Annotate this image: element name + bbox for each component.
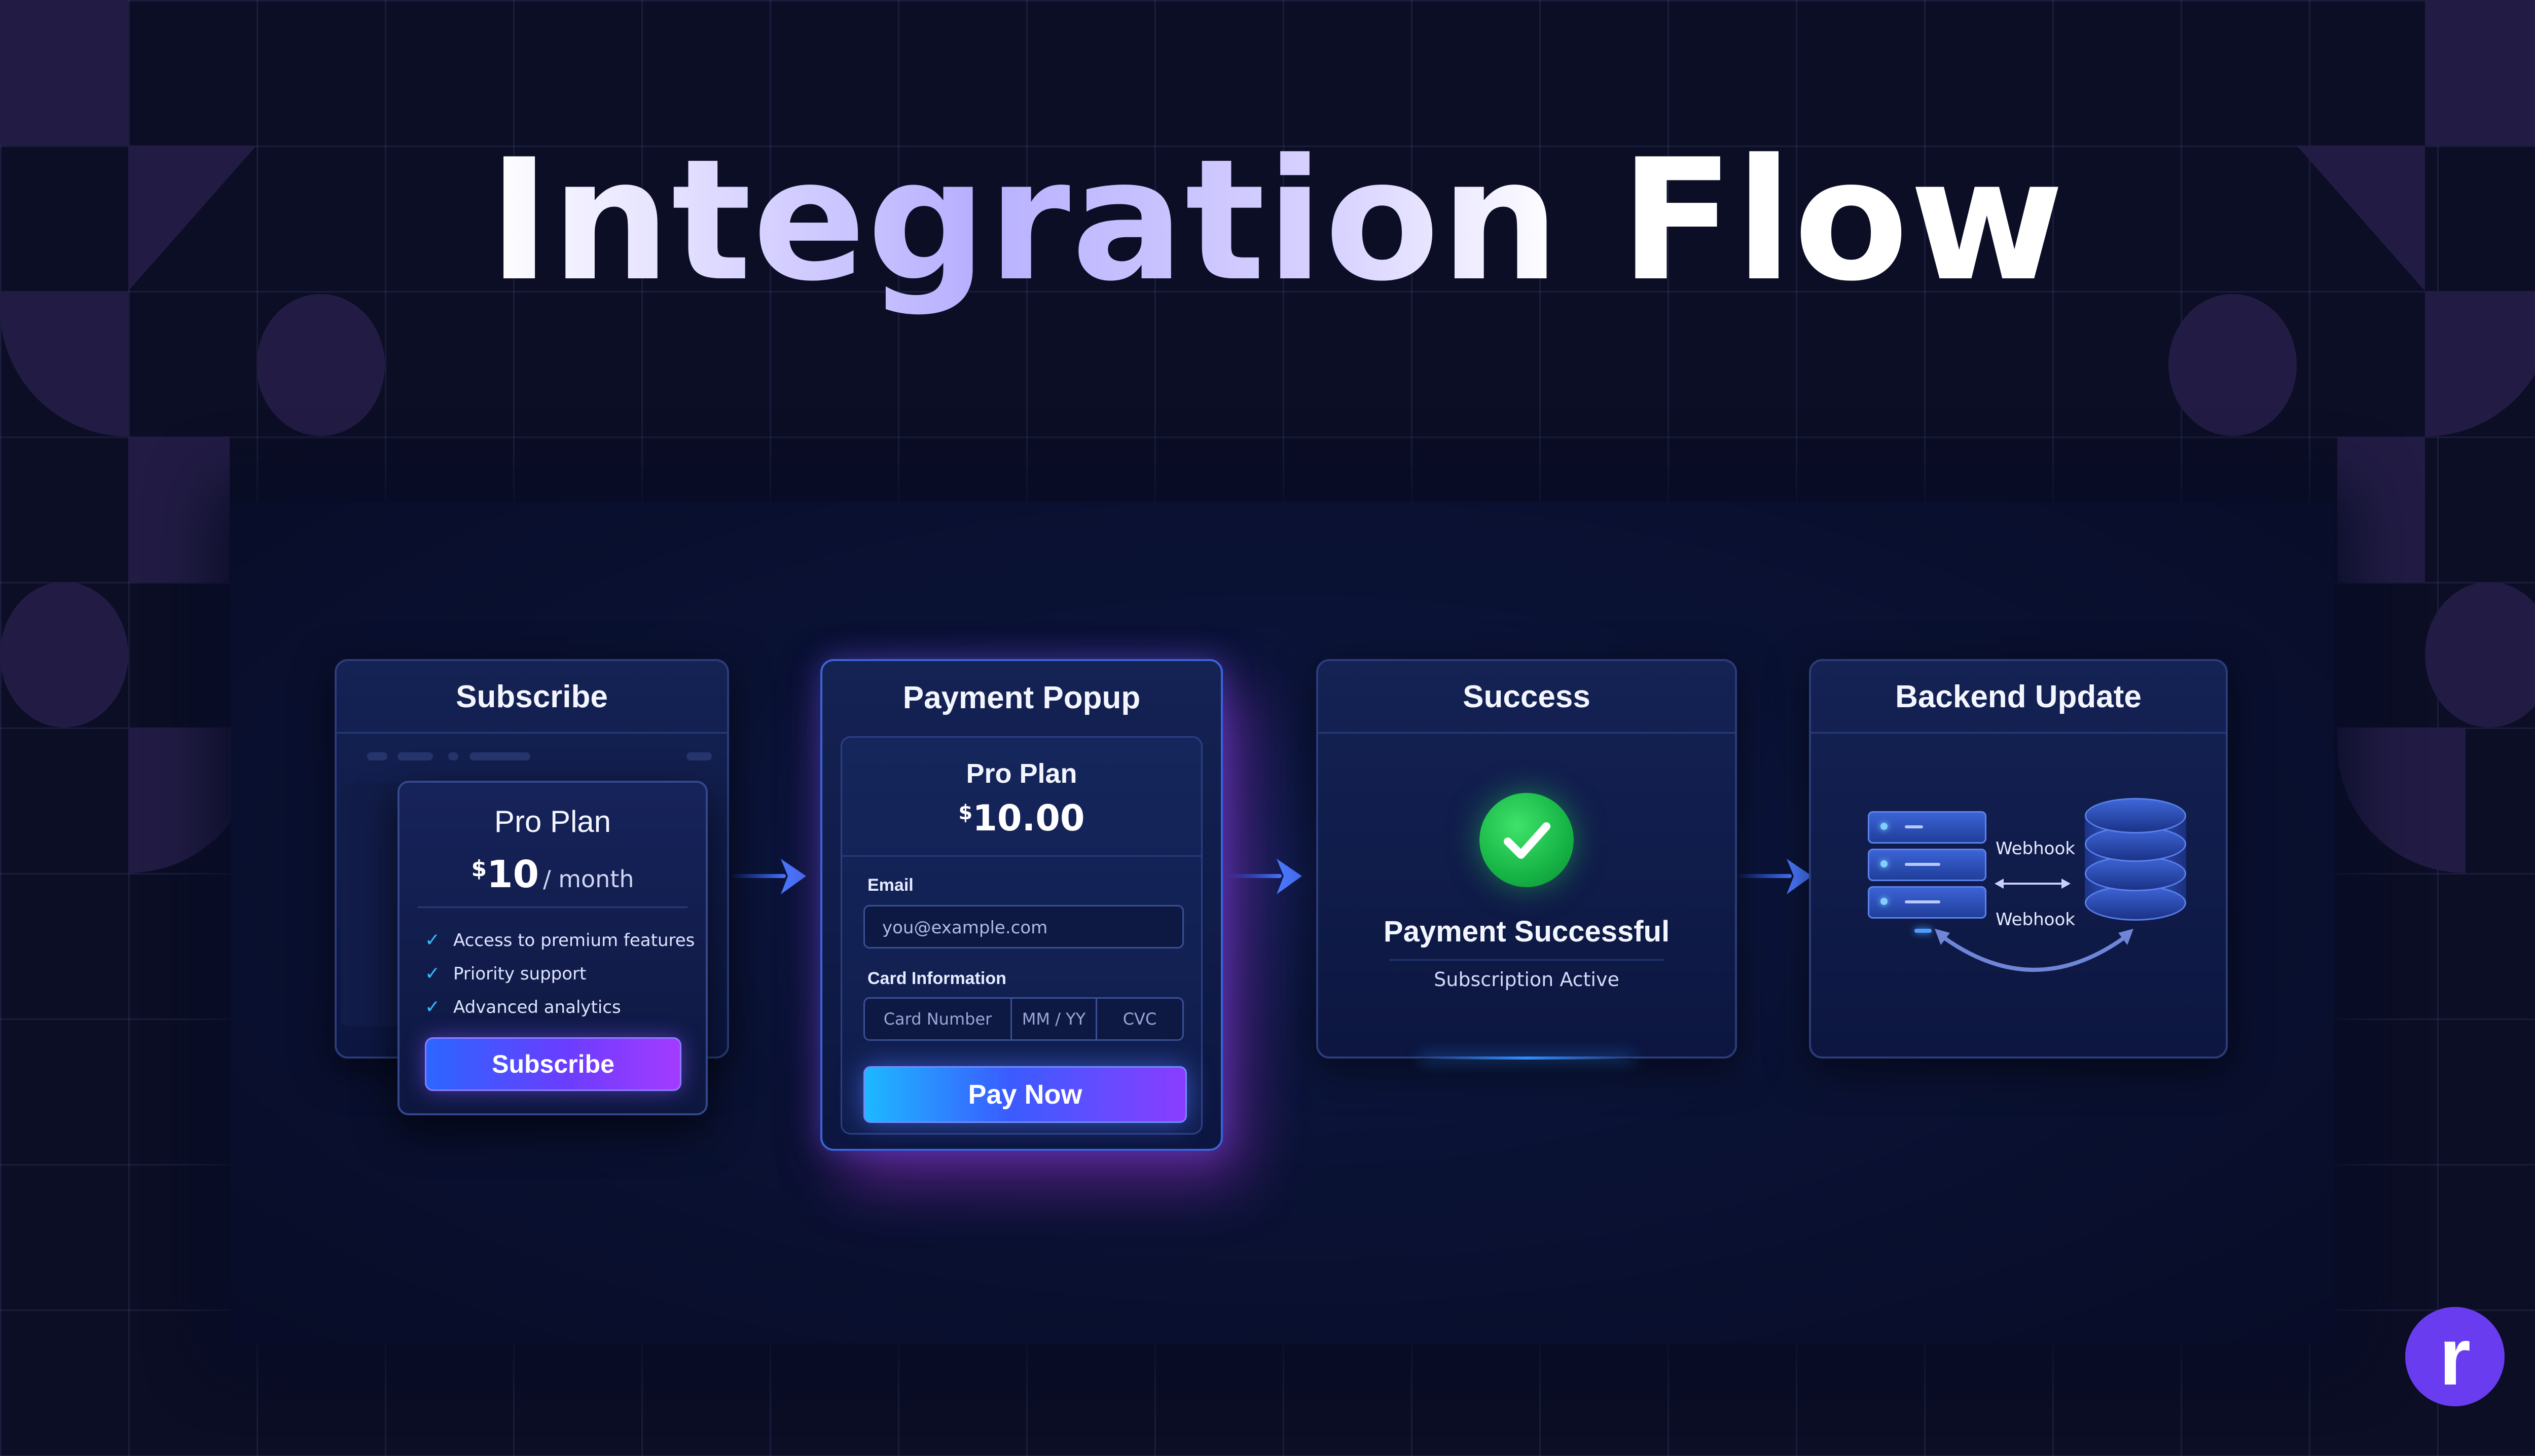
plan-price: $10/ month	[400, 853, 706, 896]
plan-name: Pro Plan	[966, 758, 1077, 789]
price-currency: $	[958, 801, 973, 824]
feature-label: Priority support	[453, 963, 587, 984]
check-icon: ✓	[425, 930, 441, 951]
price-amount: 10.00	[972, 797, 1085, 839]
price-currency: $	[471, 856, 487, 882]
feature-label: Access to premium features	[453, 930, 695, 951]
title-word-integration: Integration	[488, 123, 1561, 318]
card-number-input[interactable]: Card Number	[865, 999, 1012, 1039]
placeholder-bar	[397, 752, 433, 760]
decor-circle	[0, 582, 128, 727]
price-amount: 10	[487, 853, 539, 896]
payment-popup: Pro Plan $10.00 Email you@example.com Ca…	[841, 736, 1203, 1135]
feature-item: ✓ Priority support	[425, 963, 586, 984]
backend-step-card: Backend Update Webhook Webhook	[1809, 659, 2228, 1059]
payment-step-card: Payment Popup Pro Plan $10.00 Email you@…	[820, 659, 1223, 1151]
title-word-flow: Flow	[1620, 123, 2066, 318]
decor-square	[2425, 0, 2535, 145]
subscribe-step-heading: Subscribe	[337, 661, 727, 734]
sync-arc-icon	[1935, 929, 2133, 972]
arrow-right-icon	[730, 859, 806, 894]
brand-logo: r	[2405, 1307, 2505, 1406]
cvc-input[interactable]: CVC	[1122, 1009, 1157, 1029]
feature-item: ✓ Access to premium features	[425, 930, 695, 951]
pay-now-button[interactable]: Pay Now	[863, 1066, 1187, 1123]
decor-block	[2337, 436, 2425, 582]
plan-name: Pro Plan	[494, 805, 611, 839]
webhook-label: Webhook	[1996, 839, 2075, 859]
placeholder-bar	[686, 752, 712, 760]
plan-price: $10.00	[842, 797, 1201, 839]
success-step-heading: Success	[1318, 661, 1735, 734]
decor-block	[128, 436, 230, 582]
webhook-label: Webhook	[1996, 909, 2075, 930]
backend-step-heading: Backend Update	[1811, 661, 2226, 734]
divider	[418, 906, 687, 908]
card-info-field: Card Number MM / YY CVC	[863, 997, 1184, 1041]
price-period: / month	[543, 865, 634, 893]
check-icon	[1504, 822, 1550, 859]
pro-plan-card: Pro Plan $10/ month ✓ Access to premium …	[397, 781, 708, 1115]
page-title: Integration Flow	[0, 124, 2535, 317]
success-message: Payment Successful	[1383, 915, 1670, 948]
email-label: Email	[867, 876, 914, 895]
card-info-label: Card Information	[867, 969, 1006, 988]
expiry-input[interactable]: MM / YY	[1012, 999, 1097, 1039]
check-icon: ✓	[425, 963, 441, 984]
divider	[842, 855, 1201, 857]
arrow-right-icon	[1226, 859, 1302, 894]
success-step-card: Success Payment Successful Subscription …	[1316, 659, 1737, 1060]
placeholder-bar	[367, 752, 387, 760]
decor-circle	[2425, 582, 2535, 727]
subscription-status: Subscription Active	[1434, 968, 1619, 991]
arrow-right-icon	[1736, 859, 1812, 894]
decor-square	[0, 0, 128, 145]
glow-accent	[1420, 1057, 1634, 1060]
check-circle-icon	[1479, 793, 1574, 887]
email-placeholder: you@example.com	[882, 918, 1048, 938]
divider	[1389, 959, 1664, 961]
email-field[interactable]: you@example.com	[863, 905, 1184, 949]
decor-circle	[257, 294, 385, 436]
payment-step-heading: Payment Popup	[902, 680, 1141, 715]
decor-circle	[2168, 294, 2297, 436]
check-icon: ✓	[425, 997, 441, 1017]
subscribe-button[interactable]: Subscribe	[425, 1037, 681, 1091]
feature-item: ✓ Advanced analytics	[425, 997, 621, 1017]
placeholder-bar	[469, 752, 530, 760]
placeholder-bar	[448, 752, 458, 760]
feature-label: Advanced analytics	[453, 997, 621, 1017]
double-arrow-icon	[1995, 879, 2071, 889]
